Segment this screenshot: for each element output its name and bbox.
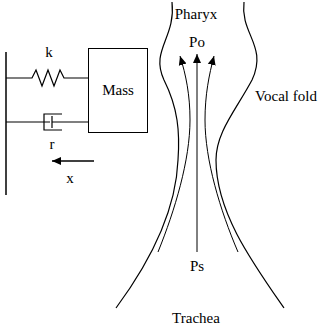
text-label: Pharyx — [175, 7, 218, 22]
node-label: Mass — [102, 83, 134, 98]
text-label: Po — [189, 35, 205, 50]
text-label: k — [45, 45, 53, 60]
wall — [5, 52, 7, 195]
text-label: r — [50, 137, 55, 152]
spring-symbol — [6, 70, 88, 86]
mass-box: Mass — [88, 48, 148, 133]
text-label: x — [66, 171, 74, 186]
displacement-arrow — [52, 160, 94, 162]
text-label: Ps — [190, 259, 204, 274]
damper-symbol — [6, 114, 88, 130]
airflow-arrows — [158, 54, 238, 252]
text-label: Trachea — [172, 311, 220, 326]
text-label: Vocal fold — [255, 89, 317, 104]
vocal-fold-outline — [216, 2, 284, 308]
